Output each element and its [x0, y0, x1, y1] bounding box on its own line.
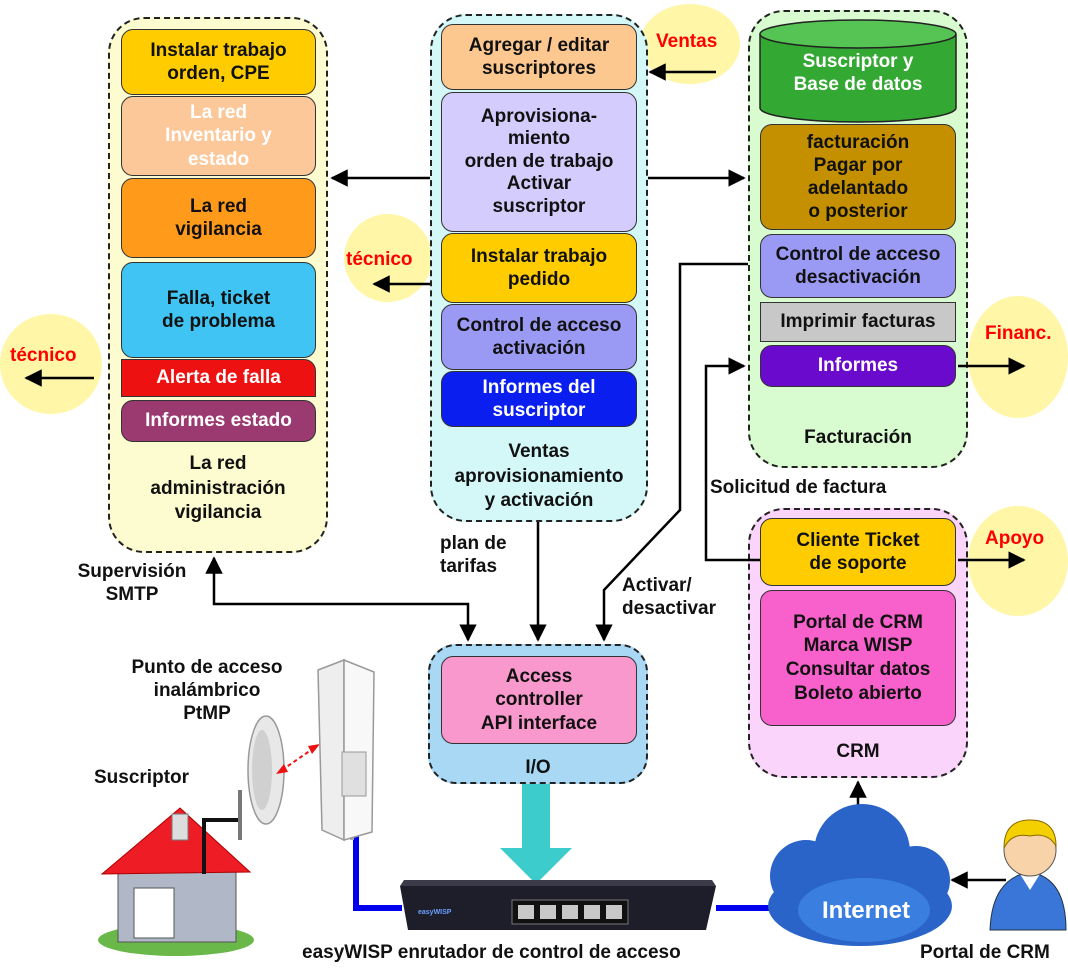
ptmp-antenna-icon	[317, 658, 375, 842]
subscriber-reports-box: Informes del suscriptor	[441, 371, 637, 427]
invoice-request-connector	[704, 357, 760, 562]
subscriber-cpe-icon	[238, 715, 285, 840]
io-to-router-arrow	[500, 784, 572, 884]
access-control-activation-box: Control de acceso activación	[441, 304, 637, 370]
crm-portal-caption: Portal de CRM	[920, 942, 1050, 963]
reports-box: Informes	[760, 345, 956, 387]
subscriber-label: Suscriptor	[94, 767, 190, 788]
install-work-order-box: Instalar trabajo orden, CPE	[121, 29, 316, 95]
router-device: easyWISP	[400, 880, 716, 930]
crm-portal-user-icon	[989, 819, 1067, 931]
financ-actor-label: Financ.	[985, 323, 1052, 344]
billing-caption: Facturación	[804, 427, 912, 448]
sales-provisioning-caption: Ventas aprovisionamiento y activación	[454, 441, 624, 512]
io-caption: I/O	[525, 757, 551, 778]
internet-label: Internet	[822, 897, 910, 924]
tecnico-left-actor-label: técnico	[10, 345, 77, 366]
billing-prepaid-postpaid-box: facturación Pagar por adelantado o poste…	[760, 124, 956, 230]
crm-portal-box: Portal de CRM Marca WISP Consultar datos…	[760, 590, 956, 726]
install-work-order-request-box: Instalar trabajo pedido	[441, 233, 637, 303]
apoyo-actor-label: Apoyo	[985, 528, 1045, 549]
invoice-request-label: Solicitud de factura	[710, 477, 887, 498]
access-controller-api-box: Access controller API interface	[441, 656, 637, 744]
internet-cloud-icon	[768, 804, 952, 946]
ptmp-access-point-label: Punto de acceso inalámbrico PtMP	[131, 657, 283, 725]
subscriber-house-icon	[98, 807, 254, 956]
network-management-caption: La red administración vigilancia	[150, 453, 286, 524]
router-brand-mark: easyWISP	[418, 909, 452, 916]
ventas-actor-label: Ventas	[656, 31, 718, 52]
access-control-deactivation-box: Control de acceso desactivación	[760, 234, 956, 298]
supervision-smtp-label: Supervisión SMTP	[77, 561, 187, 606]
provisioning-work-order-box: Aprovisiona- miento orden de trabajo Act…	[441, 92, 637, 232]
status-reports-box: Informes estado	[121, 400, 316, 442]
network-inventory-box: La red Inventario y estado	[121, 96, 316, 176]
fault-alert-box: Alerta de falla	[121, 359, 316, 397]
supervision-connector	[205, 556, 477, 642]
activate-deactivate-label: Activar/ desactivar	[622, 575, 717, 620]
crm-caption: CRM	[836, 741, 880, 762]
subscriber-database-label: Suscriptor y Base de datos	[793, 51, 923, 96]
tecnico-left-actor-circle	[0, 314, 102, 414]
print-invoices-box: Imprimir facturas	[760, 302, 956, 342]
add-edit-subscribers-box: Agregar / editar suscriptores	[441, 24, 637, 90]
network-monitoring-box: La red vigilancia	[121, 178, 316, 258]
tecnico-mid-actor-label: técnico	[346, 249, 413, 270]
customer-support-ticket-box: Cliente Ticket de soporte	[760, 518, 956, 586]
activate-deactivate-connector	[595, 262, 748, 642]
router-caption: easyWISP enrutador de control de acceso	[302, 942, 681, 963]
wireless-link-icon	[276, 744, 320, 774]
financ-actor-circle	[968, 296, 1068, 418]
fault-ticket-box: Falla, ticket de problema	[121, 262, 316, 358]
